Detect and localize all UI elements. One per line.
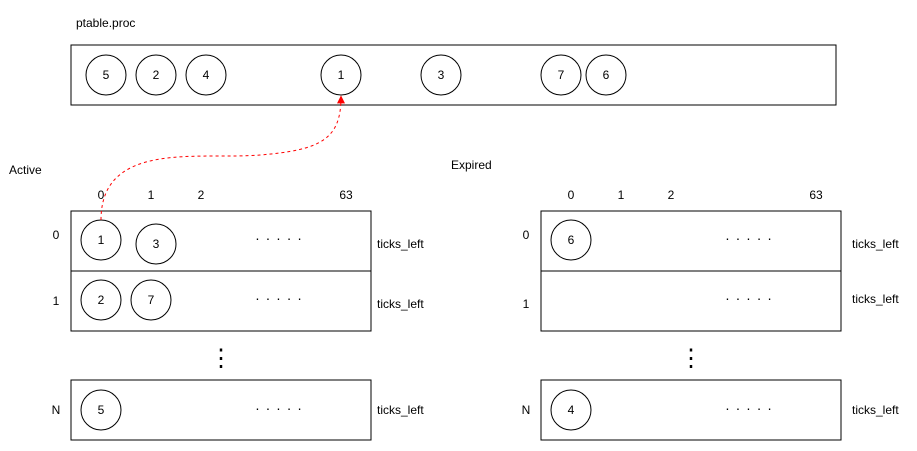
svg-text:2: 2	[153, 68, 160, 82]
ptable-proc-3: 4	[185, 54, 227, 96]
svg-text:7: 7	[558, 68, 565, 82]
expired-vertical-ellipsis: ⋮	[679, 345, 703, 372]
expired-row-n-ticks-left: ticks_left	[852, 403, 899, 417]
active-label: Active	[9, 163, 42, 177]
active-row-label-n: N	[52, 403, 61, 417]
ptable-proc-7: 6	[585, 54, 627, 96]
svg-text:4: 4	[203, 68, 210, 82]
expired-row-0-proc-1: 6	[550, 219, 592, 261]
expired-row-n-ellipsis: · · · · ·	[725, 400, 773, 416]
ptable-proc-5: 3	[420, 54, 462, 96]
ptable-label: ptable.proc	[76, 16, 135, 30]
active-vertical-ellipsis: ⋮	[209, 345, 233, 372]
expired-row-n-proc-1: 4	[550, 389, 592, 431]
svg-text:3: 3	[153, 237, 160, 251]
svg-text:2: 2	[98, 293, 105, 307]
expired-row-label-n: N	[522, 403, 531, 417]
svg-text:7: 7	[148, 293, 155, 307]
active-col-63: 63	[339, 188, 353, 202]
active-row-n-ellipsis: · · · · ·	[255, 400, 303, 416]
active-row-label-1: 1	[53, 294, 60, 308]
expired-row-0-ellipsis: · · · · ·	[725, 230, 773, 246]
active-row-0-proc-1: 1	[80, 219, 122, 261]
expired-row-1-box	[540, 270, 842, 332]
active-col-0: 0	[98, 188, 105, 202]
active-row-0-proc-2: 3	[135, 223, 177, 265]
svg-text:3: 3	[438, 68, 445, 82]
link-arrow	[100, 95, 345, 221]
active-row-0-ellipsis: · · · · ·	[255, 230, 303, 246]
expired-row-1-ticks-left: ticks_left	[852, 292, 899, 306]
svg-text:1: 1	[338, 68, 345, 82]
active-row-0-ticks-left: ticks_left	[377, 237, 424, 251]
ptable-proc-6: 7	[540, 54, 582, 96]
ptable-proc-1: 5	[85, 54, 127, 96]
active-row-1-ellipsis: · · · · ·	[255, 290, 303, 306]
active-row-1-proc-1: 2	[80, 279, 122, 321]
active-row-1-ticks-left: ticks_left	[377, 297, 424, 311]
expired-row-label-0: 0	[523, 228, 530, 242]
active-row-1-proc-2: 7	[130, 279, 172, 321]
svg-text:5: 5	[98, 403, 105, 417]
expired-label: Expired	[451, 158, 492, 172]
active-col-1: 1	[148, 188, 155, 202]
svg-text:6: 6	[568, 233, 575, 247]
active-row-n-proc-1: 5	[80, 389, 122, 431]
svg-text:6: 6	[603, 68, 610, 82]
ptable-proc-2: 2	[135, 54, 177, 96]
svg-text:1: 1	[98, 233, 105, 247]
expired-col-1: 1	[618, 188, 625, 202]
svg-text:5: 5	[103, 68, 110, 82]
svg-text:4: 4	[568, 403, 575, 417]
expired-row-label-1: 1	[523, 297, 530, 311]
ptable-proc-4: 1	[320, 54, 362, 96]
active-row-n-ticks-left: ticks_left	[377, 403, 424, 417]
active-col-2: 2	[198, 188, 205, 202]
expired-col-63: 63	[809, 188, 823, 202]
expired-col-0: 0	[568, 188, 575, 202]
active-row-label-0: 0	[53, 228, 60, 242]
expired-row-0-ticks-left: ticks_left	[852, 237, 899, 251]
expired-row-1-ellipsis: · · · · ·	[725, 290, 773, 306]
expired-col-2: 2	[668, 188, 675, 202]
